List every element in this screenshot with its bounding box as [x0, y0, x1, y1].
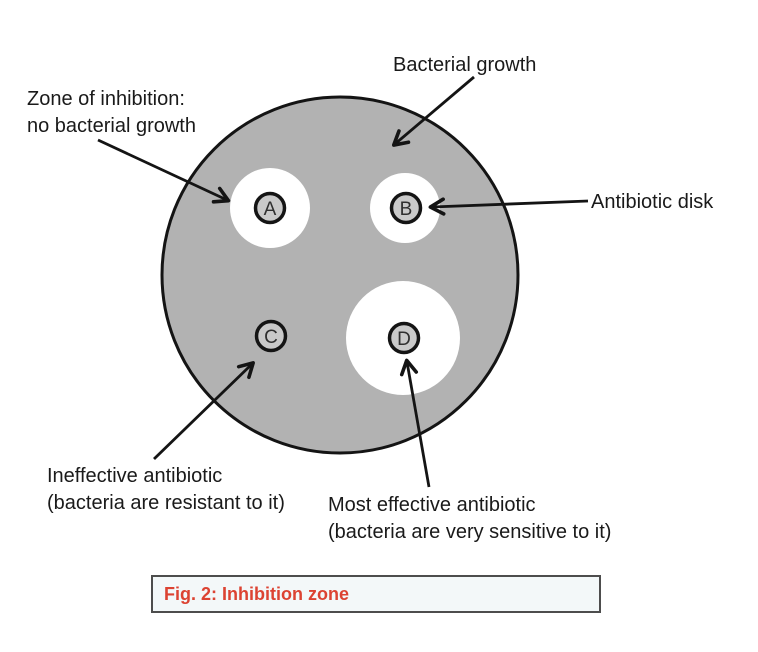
label-most-effective-antibiotic-line2: (bacteria are very sensitive to it)	[328, 521, 612, 543]
label-most-effective-antibiotic-line1: Most effective antibiotic	[328, 494, 536, 516]
disk-letter-A: A	[264, 199, 277, 220]
arrow-zone-of-inhibition	[97, 138, 231, 204]
label-ineffective-antibiotic-line1: Ineffective antibiotic	[47, 465, 223, 487]
disk-letter-D: D	[397, 329, 411, 350]
label-antibiotic-disk: Antibiotic disk	[591, 191, 714, 213]
antibiotic-disk-A	[253, 191, 287, 225]
label-zone-of-inhibition-line2: no bacterial growth	[27, 115, 196, 137]
arrow-most-effective-antibiotic	[399, 358, 431, 488]
label-zone-of-inhibition: Zone of inhibition: no bacterial growth	[27, 86, 196, 140]
label-ineffective-antibiotic: Ineffective antibiotic (bacteria are res…	[47, 463, 285, 517]
label-ineffective-antibiotic-line2: (bacteria are resistant to it)	[47, 492, 285, 514]
label-bacterial-growth: Bacterial growth	[393, 54, 537, 76]
antibiotic-disk-B	[389, 191, 423, 225]
disk-letter-C: C	[264, 327, 278, 348]
figure-caption-text: Fig. 2: Inhibition zone	[164, 583, 349, 604]
arrow-bacterial-growth	[391, 75, 475, 147]
disk-letter-B: B	[400, 199, 413, 220]
figure-caption-box: Fig. 2: Inhibition zone	[151, 575, 601, 613]
arrow-antibiotic-disk	[428, 197, 589, 216]
antibiotic-disk-C	[254, 319, 288, 353]
label-zone-of-inhibition-line1: Zone of inhibition:	[27, 88, 185, 110]
antibiotic-disk-D	[387, 321, 421, 355]
arrow-ineffective-antibiotic	[153, 361, 255, 461]
label-most-effective-antibiotic: Most effective antibiotic (bacteria are …	[328, 492, 611, 546]
